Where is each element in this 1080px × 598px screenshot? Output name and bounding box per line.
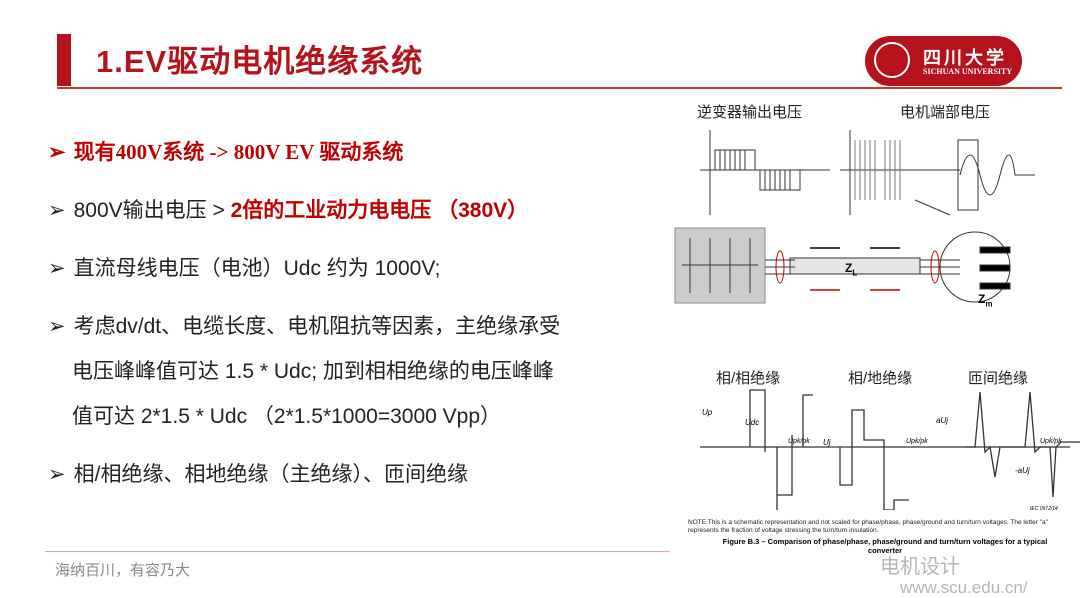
bullet-4: ➢考虑dv/dt、电缆长度、电机阻抗等因素，主绝缘承受 — [48, 315, 561, 338]
bullet-5: ➢相/相绝缘、相地绝缘（主绝缘）、匝间绝缘 — [48, 463, 468, 486]
zl-label: ZL — [845, 261, 858, 278]
footer-motto: 海纳百川，有容乃大 — [55, 562, 191, 579]
title-divider — [57, 87, 1062, 89]
logo-cn: 四川大学 — [923, 48, 1007, 69]
upkpk-symbol-3: Upk/pk — [1040, 438, 1062, 445]
bullet-4-line-3: 值可达 2*1.5 * Udc （2*1.5*1000=3000 Vpp） — [72, 405, 502, 428]
bullet-3: ➢直流母线电压（电池）Udc 约为 1000V; — [48, 257, 441, 280]
upkpk-symbol-2: Upk/pk — [906, 438, 928, 445]
turn-turn-label: 匝间绝缘 — [968, 370, 1029, 387]
udc-symbol: Udc — [745, 418, 760, 427]
iec-ref: IEC 0972/14 — [1030, 506, 1058, 512]
bullet-1: ➢现有400V系统 -> 800V EV 驱动系统 — [48, 140, 404, 164]
figure-caption: Figure B.3 – Comparison of phase/phase, … — [722, 537, 1048, 555]
phase-phase-label: 相/相绝缘 — [716, 370, 781, 387]
footer-divider — [45, 551, 670, 552]
watermark-url: www.scu.edu.cn/ — [900, 578, 1028, 597]
inverter-voltage-label: 逆变器输出电压 — [697, 104, 803, 121]
watermark-text: 电机设计 — [880, 556, 960, 578]
page-title: 1.EV驱动电机绝缘系统 — [96, 44, 424, 79]
seal-icon — [874, 42, 910, 78]
bullet-4-line-2: 电压峰峰值可达 1.5 * Udc; 加到相相绝缘的电压峰峰 — [72, 360, 554, 383]
neg-auj-symbol: -aUj — [1015, 466, 1030, 475]
inverter-motor-diagram — [674, 130, 1035, 304]
logo-en: SICHUAN UNIVERSITY — [923, 67, 1013, 76]
inverter-waveform — [714, 149, 801, 191]
figure-note: NOTE This is a schematic representation … — [688, 519, 1048, 534]
phase-ground-label: 相/地绝缘 — [848, 370, 913, 387]
motor-terminal-voltage-label: 电机端部电压 — [900, 104, 991, 121]
university-logo: 四川大学 SICHUAN UNIVERSITY — [865, 36, 1022, 86]
uj-symbol: Uj — [823, 438, 831, 447]
insulation-waveforms — [700, 389, 1080, 510]
bullet-2: ➢800V输出电压 > 2倍的工业动力电电压 （380V） — [48, 199, 529, 222]
zm-label: Zm — [978, 292, 993, 309]
upkpk-symbol-1: Upk/pk — [788, 438, 810, 445]
title-accent-bar — [57, 34, 71, 86]
up-symbol: Up — [702, 408, 713, 417]
auj-symbol: aUj — [936, 416, 949, 425]
